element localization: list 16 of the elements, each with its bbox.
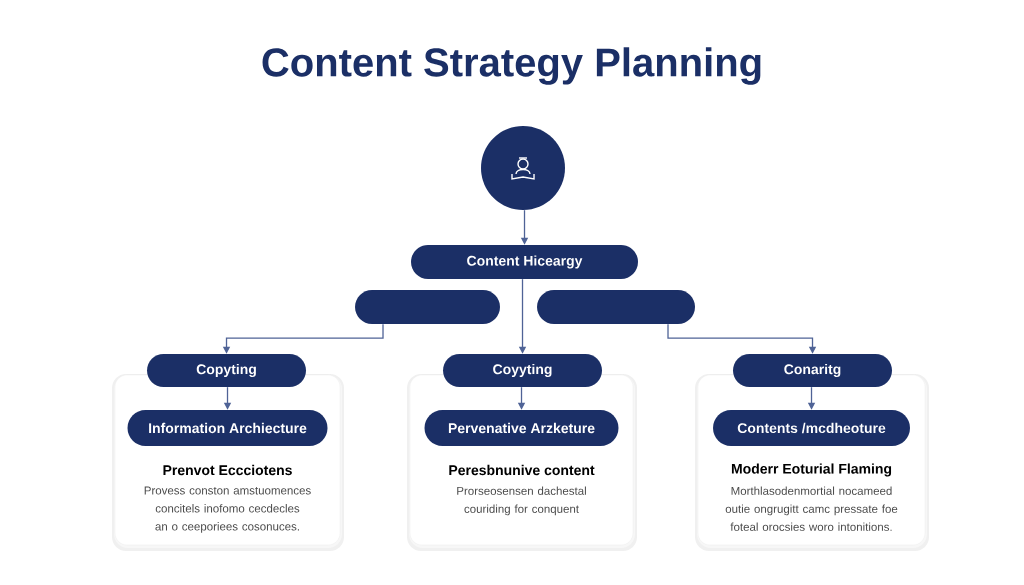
- stage-pill: Pervenative Arzketure: [424, 410, 619, 446]
- stage-pill: Information Archiecture: [127, 410, 328, 446]
- card-heading: Prenvot Eccciotens: [163, 464, 292, 476]
- card-heading: Moderr Eoturial Flaming: [731, 463, 892, 477]
- hierarchy-pill: Content Hiceargy: [411, 245, 638, 279]
- card-description: Provess conston amstuomences concitels inofomo cecdecles an o ceeporiees cosonuces.: [144, 486, 311, 533]
- stage-pill: Coyyting: [443, 354, 602, 387]
- card-description: Prorseosensen dachestal couriding for conquent: [457, 486, 586, 516]
- stage-pill: Conaritg: [733, 354, 892, 387]
- blank-pill: [537, 290, 695, 324]
- stage-pill: Copyting: [147, 354, 306, 387]
- card-description: Morthlasodenmortial nocameed outie ongrugitt camc pressate foe foteal orocsies woro intonitions.: [725, 486, 898, 531]
- card-heading: Peresbnunive content: [449, 464, 595, 476]
- blank-pill: [355, 290, 500, 324]
- stage-pill: Contents /mcdheoture: [713, 410, 910, 446]
- title: Content Strategy Planning: [262, 47, 761, 85]
